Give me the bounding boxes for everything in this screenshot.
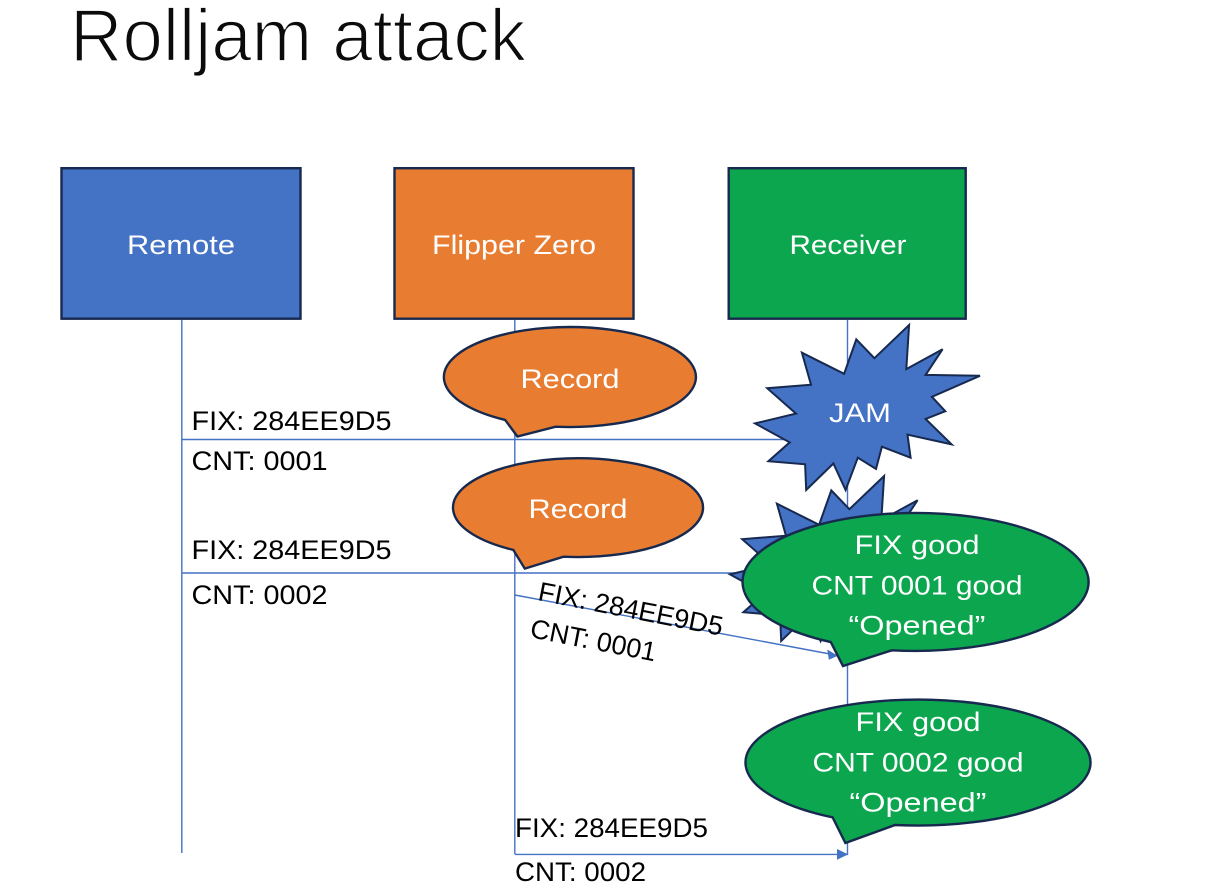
svg-text:FIX good: FIX good — [856, 707, 981, 737]
svg-text:JAM: JAM — [829, 398, 891, 428]
svg-text:CNT: 0002: CNT: 0002 — [515, 857, 646, 887]
svg-text:“Opened”: “Opened” — [849, 611, 986, 641]
svg-text:FIX: 284EE9D5: FIX: 284EE9D5 — [192, 406, 392, 436]
svg-text:FIX: 284EE9D5: FIX: 284EE9D5 — [192, 535, 392, 565]
svg-text:CNT 0002 good: CNT 0002 good — [813, 748, 1024, 778]
svg-text:Receiver: Receiver — [790, 230, 907, 260]
svg-text:Rolljam attack: Rolljam attack — [70, 0, 527, 77]
svg-text:“Opened”: “Opened” — [850, 788, 987, 818]
svg-text:CNT: 0002: CNT: 0002 — [192, 580, 328, 610]
svg-text:Record: Record — [529, 494, 628, 524]
svg-text:FIX good: FIX good — [855, 530, 980, 560]
svg-text:Record: Record — [521, 364, 620, 394]
svg-text:FIX: 284EE9D5: FIX: 284EE9D5 — [515, 813, 708, 843]
svg-text:Flipper Zero: Flipper Zero — [432, 230, 596, 260]
svg-text:CNT 0001 good: CNT 0001 good — [812, 571, 1023, 601]
svg-text:Remote: Remote — [127, 230, 235, 260]
svg-text:CNT: 0001: CNT: 0001 — [192, 446, 328, 476]
